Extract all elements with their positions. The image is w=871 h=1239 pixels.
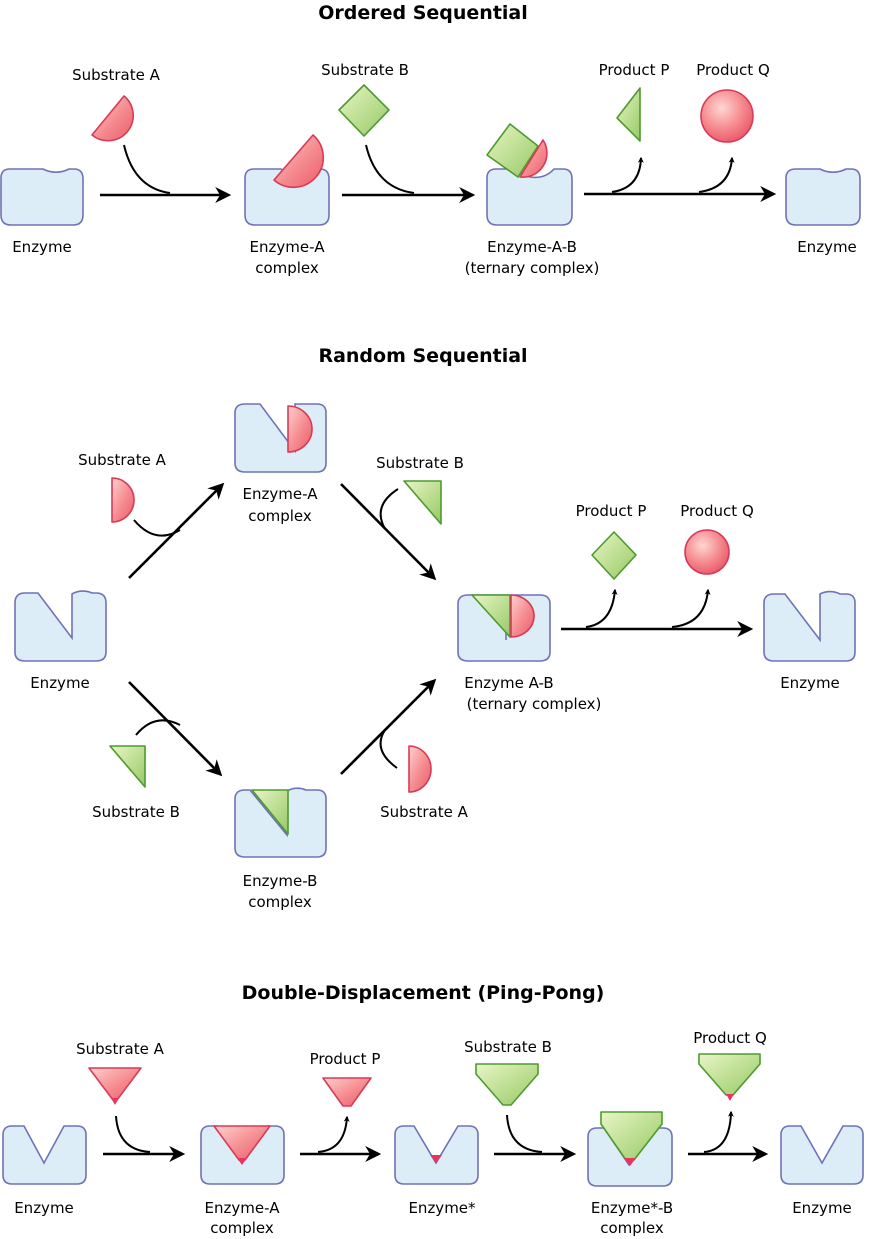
- pingpong-substrate-b-label: Substrate B: [464, 1038, 552, 1056]
- ordered-substrate-a-shape: [91, 95, 134, 142]
- random-ternary-bound-b: [471, 594, 511, 638]
- pingpong-curve-substrate-a: [115, 1115, 151, 1153]
- random-title: Random Sequential: [318, 345, 527, 367]
- random-complex-bound-b: [251, 789, 289, 835]
- pingpong-complex-b-label-1: Enzyme*-B: [591, 1199, 673, 1217]
- ordered-curve-substrate-a: [123, 144, 171, 194]
- random-curve-product-q: [671, 588, 711, 628]
- ordered-ternary-bound-a: [519, 139, 548, 178]
- pingpong-complex-a-label-2: complex: [210, 1219, 274, 1237]
- pingpong-product-q-tip: [726, 1094, 734, 1101]
- pingpong-substrate-a-label: Substrate A: [76, 1040, 164, 1058]
- random-substrate-b-bottom-label: Substrate B: [92, 803, 180, 821]
- random-enzyme-end-label: Enzyme: [780, 674, 840, 692]
- random-enzyme-start-label: Enzyme: [30, 674, 90, 692]
- random-arrow-enzyme-to-b: [128, 681, 223, 777]
- random-product-p-shape: [591, 531, 637, 580]
- pingpong-section: Double-Displacement (Ping-Pong) Substrat…: [2, 982, 864, 1237]
- ordered-product-q-label: Product Q: [696, 61, 770, 79]
- ordered-substrate-b-shape: [338, 84, 390, 137]
- ordered-ternary-label-1: Enzyme-A-B: [487, 238, 577, 256]
- pingpong-title: Double-Displacement (Ping-Pong): [242, 982, 605, 1004]
- random-complex-b-label-1: Enzyme-B: [243, 872, 318, 890]
- random-product-q-label: Product Q: [680, 502, 754, 520]
- ordered-substrate-a-label: Substrate A: [72, 66, 160, 84]
- pingpong-product-q-label: Product Q: [693, 1029, 767, 1047]
- pingpong-enzyme-a-complex: [200, 1125, 285, 1185]
- ordered-curve-product-p: [611, 156, 644, 193]
- pingpong-substrate-b-shape: [475, 1063, 539, 1106]
- random-enzyme-a-complex: [234, 403, 327, 473]
- ordered-enzyme-end: [785, 168, 861, 226]
- pingpong-enzyme-start: [2, 1125, 87, 1185]
- random-curve-substrate-a-top: [133, 519, 181, 537]
- random-curve-product-p: [585, 588, 618, 628]
- random-substrate-b-top-label: Substrate B: [376, 454, 464, 472]
- pingpong-substrate-a-shape: [88, 1067, 142, 1101]
- random-substrate-a-bottom-shape: [408, 745, 432, 793]
- random-enzyme-start: [14, 590, 107, 662]
- ordered-ternary-bound-b: [486, 123, 539, 178]
- pingpong-complex-a-label-1: Enzyme-A: [205, 1199, 281, 1217]
- ordered-product-p-shape: [616, 87, 641, 142]
- random-curve-substrate-b-bottom: [135, 719, 181, 736]
- ordered-title: Ordered Sequential: [318, 2, 528, 24]
- pingpong-enzyme-star-b-complex: [587, 1127, 673, 1187]
- random-product-p-label: Product P: [576, 502, 647, 520]
- random-ternary-label-2: (ternary complex): [467, 695, 602, 713]
- random-curve-substrate-a-bottom: [379, 729, 398, 769]
- ordered-product-p-label: Product P: [599, 61, 670, 79]
- pingpong-enzyme-start-label: Enzyme: [14, 1199, 74, 1217]
- ordered-curve-product-q: [698, 156, 735, 193]
- random-enzyme-end: [763, 590, 856, 662]
- ordered-enzyme-start: [0, 168, 84, 226]
- random-substrate-b-bottom-shape: [109, 745, 146, 788]
- random-enzyme-b-complex: [234, 787, 327, 858]
- pingpong-enzyme-star: [394, 1125, 479, 1185]
- random-substrate-a-bottom-label: Substrate A: [380, 803, 468, 821]
- pingpong-enzyme-end-label: Enzyme: [792, 1199, 852, 1217]
- random-substrate-b-top-shape: [403, 480, 442, 525]
- ordered-sequential-section: Ordered Sequential Substrate A Substrate…: [0, 2, 861, 277]
- pingpong-enzyme-end: [780, 1125, 864, 1185]
- ordered-ternary-label-2: (ternary complex): [465, 259, 600, 277]
- ordered-curve-substrate-b: [365, 144, 415, 194]
- pingpong-curve-product-q: [703, 1110, 734, 1153]
- pingpong-product-q-shape: [698, 1053, 761, 1096]
- random-complex-a-label-2: complex: [248, 507, 312, 525]
- pingpong-complex-b-tip: [624, 1158, 636, 1166]
- random-substrate-a-top-label: Substrate A: [78, 451, 166, 469]
- random-complex-bound-a: [287, 405, 313, 453]
- ordered-complex-bound-a: [273, 134, 325, 189]
- pingpong-substrate-a-tip: [111, 1098, 119, 1105]
- ordered-ternary-complex: [486, 168, 573, 226]
- pingpong-complex-b-label-2: complex: [600, 1219, 664, 1237]
- random-arrow-b-to-ternary: [340, 678, 437, 775]
- pingpong-product-p-shape: [322, 1077, 372, 1107]
- pingpong-product-p-label: Product P: [310, 1050, 381, 1068]
- random-curve-substrate-b-top: [379, 488, 399, 528]
- random-complex-a-label-1: Enzyme-A: [243, 485, 319, 503]
- pingpong-curve-substrate-b: [506, 1114, 543, 1153]
- random-substrate-a-top-shape: [111, 477, 135, 523]
- random-complex-b-label-2: complex: [248, 893, 312, 911]
- ordered-product-q-shape: [700, 89, 754, 143]
- random-sequential-section: Random Sequential Enzyme-A complex Subst…: [14, 345, 856, 911]
- ordered-complex-a-label-1: Enzyme-A: [250, 238, 326, 256]
- ordered-complex-a-label-2: complex: [255, 259, 319, 277]
- random-ternary-bound-a: [510, 594, 535, 638]
- pingpong-complex-a-tip: [237, 1158, 247, 1165]
- ordered-substrate-b-label: Substrate B: [321, 61, 409, 79]
- ordered-enzyme-end-label: Enzyme: [797, 238, 857, 256]
- random-ternary-label-1: Enzyme A-B: [464, 674, 553, 692]
- pingpong-enzyme-star-tip: [430, 1155, 442, 1163]
- ordered-enzyme-start-label: Enzyme: [12, 238, 72, 256]
- pingpong-enzyme-star-label: Enzyme*: [408, 1199, 476, 1217]
- random-product-q-shape: [684, 529, 730, 575]
- pingpong-curve-product-p: [317, 1115, 350, 1153]
- random-arrow-a-to-ternary: [340, 483, 437, 581]
